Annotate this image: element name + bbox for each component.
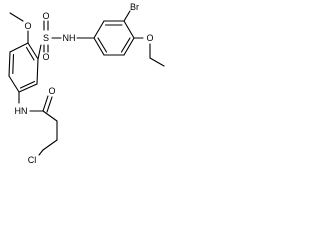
c-c-bond	[42, 139, 58, 151]
ring2-bond	[123, 37, 135, 56]
sulfonyl-oxygen-bottom-label: O	[42, 52, 49, 62]
c-s-bond	[37, 44, 42, 60]
c-o-double-bond	[46, 96, 53, 113]
ring1-double-bond	[12, 53, 15, 75]
ring2-bond	[123, 20, 135, 39]
ring1-double-bond	[19, 80, 36, 89]
ring1-bond	[8, 51, 11, 77]
atom-labels: Br O NH S O O O HN O Cl	[15, 2, 154, 165]
ring1-bond	[9, 42, 29, 53]
ch2-ch3-bond	[149, 57, 165, 67]
ring1-bond	[36, 58, 39, 85]
bromine-atom-label: Br	[130, 2, 139, 12]
chlorine-atom-label: Cl	[28, 155, 37, 165]
bonds	[8, 10, 165, 156]
sulfonyl-oxygen-top-label: O	[42, 11, 49, 21]
ring1-bond	[27, 42, 39, 60]
ring2-double-bond	[97, 37, 108, 53]
carbonyl-oxygen-label: O	[48, 86, 55, 96]
ring2-bond	[93, 20, 105, 39]
ring2-double-bond	[120, 37, 131, 53]
c-c-bond	[42, 110, 58, 122]
sulfur-atom-label: S	[43, 33, 49, 43]
c-o-double-bond	[42, 95, 49, 112]
ethoxy-oxygen-label: O	[146, 33, 153, 43]
chemical-structure-diagram: Br O NH S O O O HN O Cl	[0, 0, 166, 170]
c-br-bond	[123, 10, 131, 22]
ring1-double-bond	[25, 46, 35, 61]
ring2-bond	[93, 37, 105, 56]
amide-nh-label: HN	[15, 106, 28, 116]
c-cl-bond	[38, 149, 44, 156]
methoxy-oxygen-label: O	[24, 21, 31, 31]
ring1-bond	[18, 83, 38, 93]
sulfonamide-nh-label: NH	[63, 33, 76, 43]
ring1-bond	[8, 75, 20, 93]
o-ch3-bond	[9, 12, 24, 22]
